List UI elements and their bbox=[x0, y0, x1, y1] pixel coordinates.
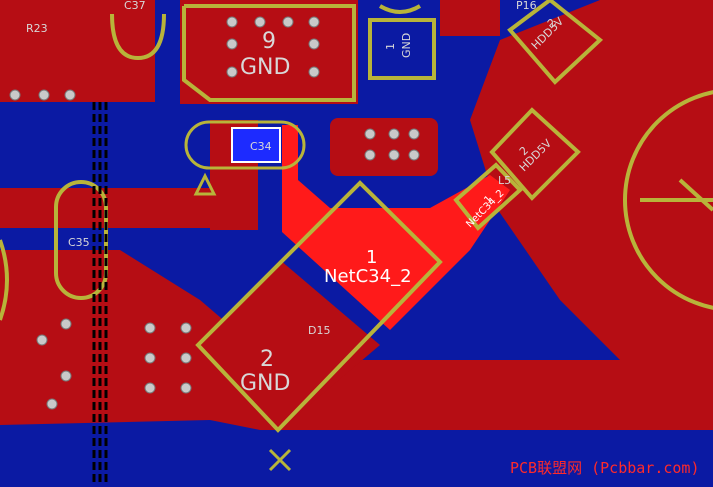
label-c37: C37 bbox=[124, 0, 146, 12]
copper-d15-region bbox=[200, 260, 380, 430]
label-r23: R23 bbox=[26, 22, 48, 35]
copper-layer bbox=[0, 0, 713, 430]
hdd5v-top-outline bbox=[507, 0, 604, 85]
label-c35: C35 bbox=[68, 236, 90, 249]
silkscreen-layer bbox=[0, 0, 713, 472]
hdd5v-mid-outline bbox=[489, 107, 581, 201]
pad-gnd-top-outline bbox=[368, 18, 436, 80]
label-d15: D15 bbox=[308, 324, 330, 337]
keepout-lines bbox=[92, 102, 108, 483]
big-pad-number: 1 bbox=[366, 247, 377, 268]
pad1-top-number: 1 bbox=[384, 43, 397, 50]
label-c34: C34 bbox=[250, 140, 272, 153]
copper-top-mid bbox=[180, 0, 358, 104]
pad9-net: GND bbox=[240, 55, 290, 80]
connector-outline bbox=[182, 4, 356, 102]
copper-bottom-large bbox=[0, 250, 713, 430]
large-circle-outline bbox=[623, 90, 713, 310]
d15-pad2-net: GND bbox=[240, 371, 290, 396]
highlighted-net-netc34-2[interactable] bbox=[282, 125, 510, 330]
vias bbox=[9, 16, 420, 410]
d15-outline bbox=[195, 180, 443, 433]
watermark-text: PCB联盟网 (Pcbbar.com) bbox=[510, 459, 700, 477]
pad9-number: 9 bbox=[262, 29, 276, 54]
label-l5: L5 bbox=[498, 174, 511, 187]
copper-top-right bbox=[440, 0, 500, 36]
l5-pad-outline bbox=[453, 162, 523, 231]
d15-pad2-number: 2 bbox=[260, 347, 274, 372]
big-pad-net: NetC34_2 bbox=[324, 266, 412, 287]
pad1-top-net: GND bbox=[400, 33, 413, 58]
copper-top-left bbox=[0, 0, 155, 102]
c34-outline bbox=[184, 120, 306, 170]
triangle-marker bbox=[193, 172, 217, 196]
c34-body[interactable] bbox=[231, 127, 281, 163]
label-top-partial: P16 bbox=[516, 0, 537, 12]
c37-outline bbox=[110, 13, 166, 61]
copper-via-block bbox=[330, 118, 438, 176]
